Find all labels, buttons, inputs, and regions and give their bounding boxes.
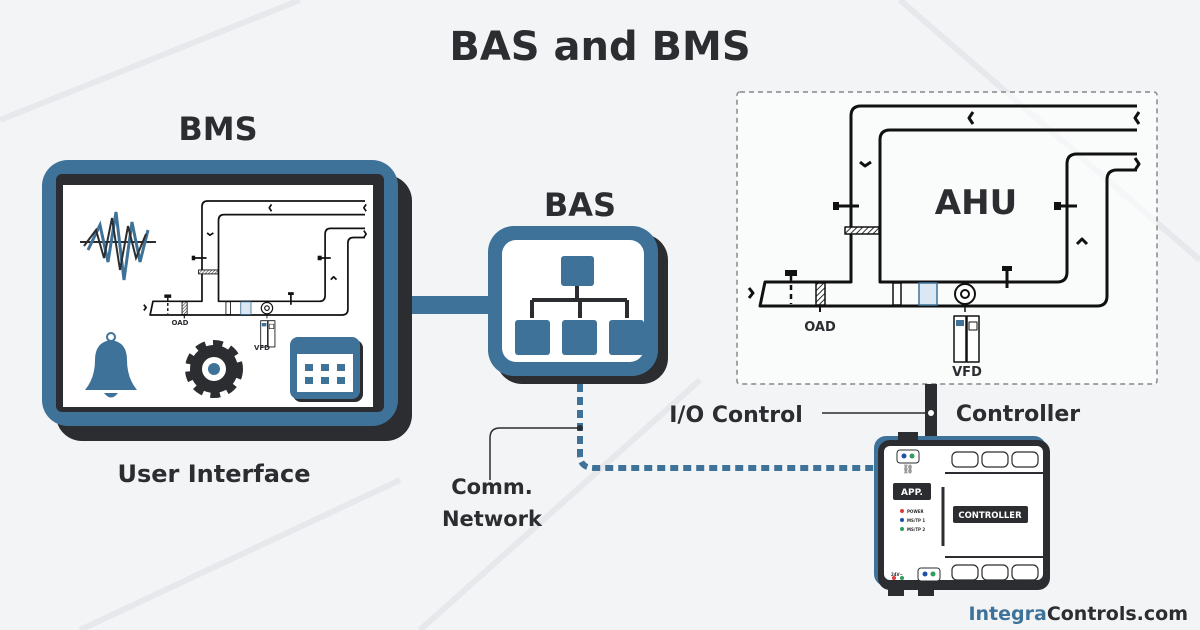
comm-network-line bbox=[577, 384, 880, 471]
io-control-label: I/O Control bbox=[669, 403, 803, 428]
oad-label: OAD bbox=[804, 320, 836, 335]
ahu-label: AHU bbox=[935, 183, 1017, 223]
bms-label: BMS bbox=[178, 110, 257, 148]
mstp2-led-label: MS/TP 2 bbox=[907, 527, 925, 532]
network-port-icon: ⛓ bbox=[902, 464, 913, 475]
trend-icon bbox=[80, 211, 156, 281]
schedule-calendar-icon bbox=[290, 337, 363, 402]
network-hierarchy-icon bbox=[515, 256, 644, 355]
controller-label: Controller bbox=[956, 402, 1080, 427]
mstp1-led-label: MS/TP 1 bbox=[907, 518, 925, 523]
voltage-label: 24V~ bbox=[891, 572, 903, 577]
comm-network-leader bbox=[489, 427, 580, 480]
vfd-label: VFD bbox=[952, 365, 982, 380]
comm-label-line1: Comm. bbox=[451, 475, 533, 499]
comm-label-line2: Network bbox=[442, 507, 543, 531]
controller-device: ⛓ APP. POWER MS/TP 1 MS/TP 2 CONTROLLER … bbox=[874, 432, 1050, 596]
bms-bas-link bbox=[400, 296, 500, 314]
controller-name: CONTROLLER bbox=[958, 511, 1022, 521]
bms-oad-label: OAD bbox=[172, 319, 189, 327]
bms-screen: OAD VFD bbox=[42, 160, 412, 441]
brand-logo: IntegraControls.com bbox=[968, 603, 1188, 625]
bms-vfd-label: VFD bbox=[254, 344, 270, 352]
page-title: BAS and BMS bbox=[449, 24, 750, 70]
bas-box bbox=[488, 226, 668, 384]
alarm-bell-icon bbox=[85, 332, 137, 398]
bas-label: BAS bbox=[544, 186, 616, 224]
user-interface-label: User Interface bbox=[118, 460, 311, 488]
power-led-label: POWER bbox=[907, 509, 924, 514]
settings-gear-icon bbox=[185, 340, 243, 398]
app-label: APP. bbox=[901, 488, 923, 498]
ahu-boundary bbox=[736, 91, 1158, 385]
